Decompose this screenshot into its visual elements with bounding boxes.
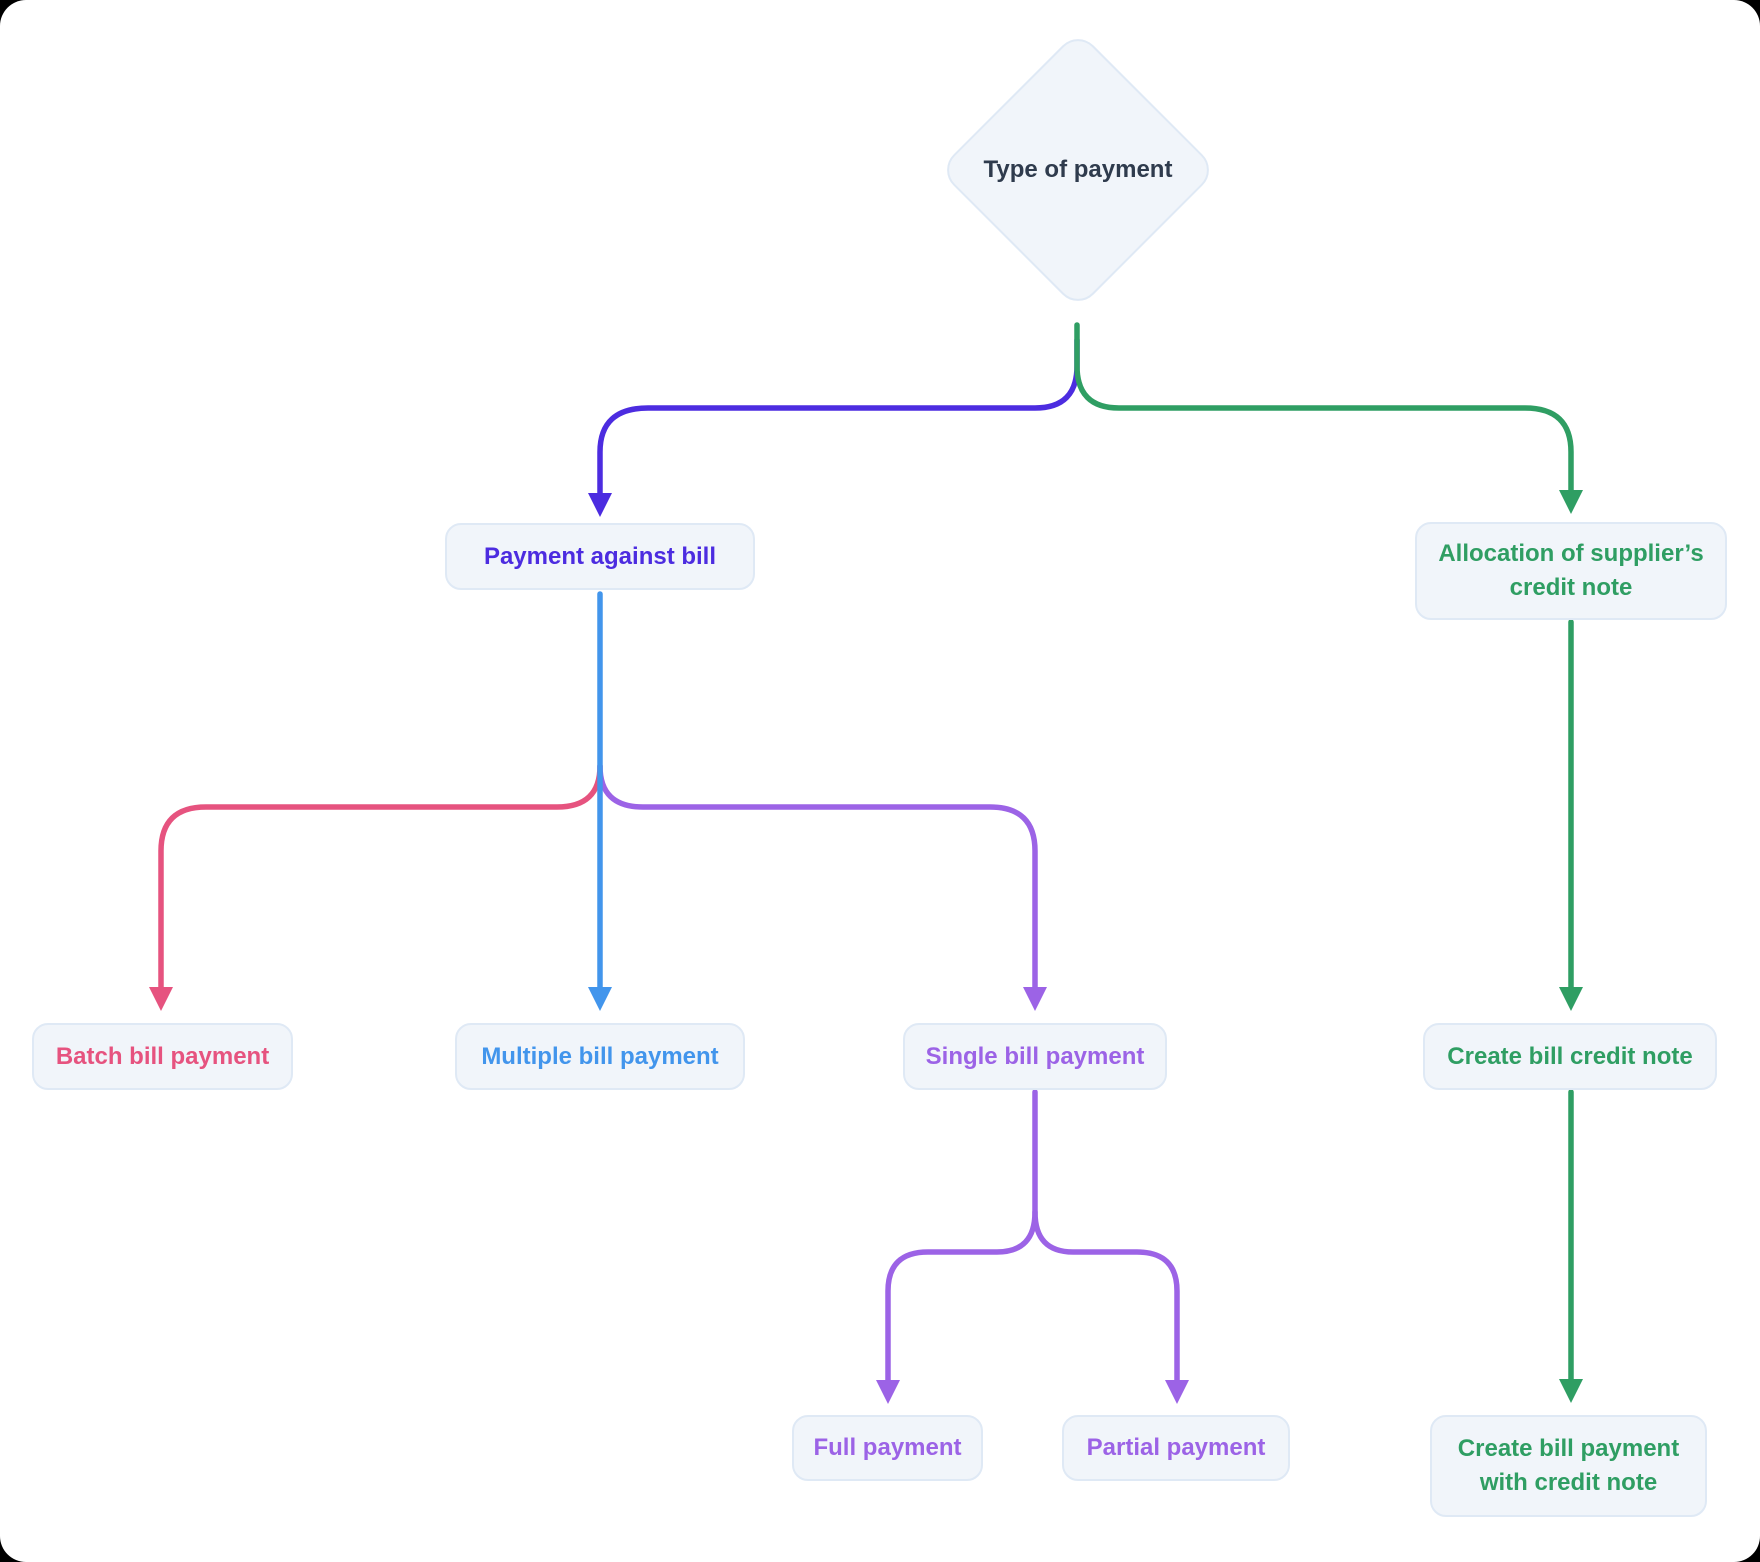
arrowhead-partial-payment bbox=[1165, 1380, 1189, 1404]
node-label: Type of payment bbox=[983, 156, 1173, 183]
arrowhead-create-bill-payment-with-credit-note bbox=[1559, 1379, 1583, 1403]
edge-to-partial-payment bbox=[1032, 1209, 1180, 1384]
arrowhead-payment-against-bill bbox=[588, 493, 612, 517]
node-batch-bill-payment: Batch bill payment bbox=[32, 1023, 293, 1090]
edge-root-to-allocation bbox=[1074, 322, 1574, 494]
node-partial-payment: Partial payment bbox=[1062, 1415, 1290, 1481]
node-multiple-bill-payment: Multiple bill payment bbox=[455, 1023, 745, 1090]
node-payment-against-bill: Payment against bill bbox=[445, 523, 755, 590]
arrowhead-single-bill-payment bbox=[1023, 987, 1047, 1011]
node-label: Partial payment bbox=[1086, 1434, 1266, 1462]
node-label: Multiple bill payment bbox=[481, 1042, 719, 1070]
node-allocation-of-suppliers-credit-note: Allocation of supplier’s credit note bbox=[1415, 522, 1727, 620]
arrowhead-full-payment bbox=[876, 1380, 900, 1404]
node-label: Payment against bill bbox=[483, 542, 717, 570]
node-label: Full payment bbox=[813, 1434, 962, 1462]
node-label: Single bill payment bbox=[925, 1042, 1145, 1070]
node-full-payment: Full payment bbox=[792, 1415, 983, 1481]
node-create-bill-payment-with-credit-note: Create bill payment with credit note bbox=[1430, 1415, 1707, 1517]
arrowhead-multiple-bill-payment bbox=[588, 987, 612, 1011]
node-single-bill-payment: Single bill payment bbox=[903, 1023, 1167, 1090]
node-create-bill-credit-note: Create bill credit note bbox=[1423, 1023, 1717, 1090]
edge-to-batch-bill-payment bbox=[158, 763, 603, 991]
node-label: Create bill credit note bbox=[1447, 1042, 1693, 1070]
node-label: Batch bill payment bbox=[55, 1042, 270, 1070]
node-label: Allocation of supplier’s credit note bbox=[1438, 540, 1704, 601]
arrowhead-create-bill-credit-note bbox=[1559, 987, 1583, 1011]
arrowhead-allocation bbox=[1559, 490, 1583, 514]
arrowhead-batch-bill-payment bbox=[149, 987, 173, 1011]
node-type-of-payment: Type of payment bbox=[937, 29, 1219, 311]
edge-root-to-payment-against-bill bbox=[597, 337, 1080, 497]
edge-to-single-bill-payment bbox=[597, 763, 1038, 991]
edge-to-full-payment bbox=[885, 1089, 1038, 1384]
node-label: Create bill payment with credit note bbox=[1457, 1435, 1680, 1496]
